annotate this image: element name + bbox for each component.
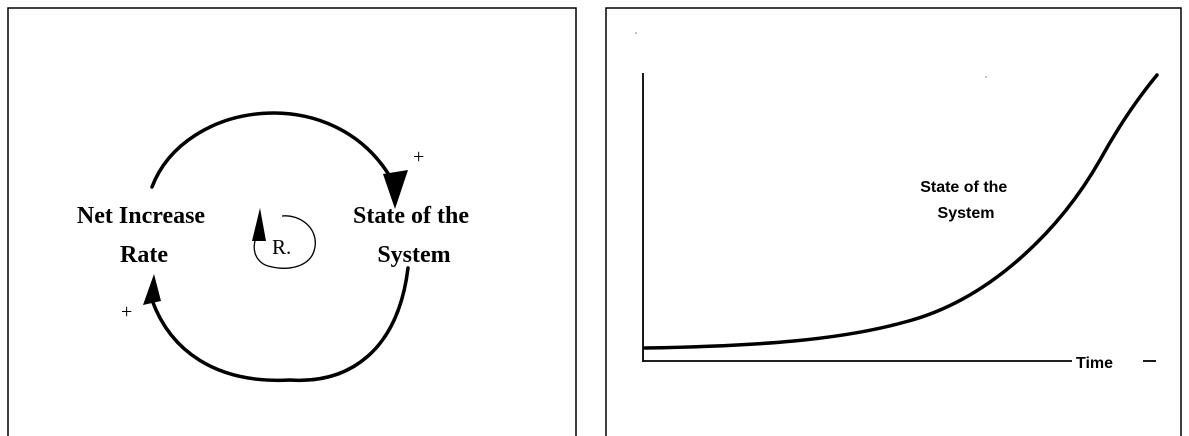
scan-speck — [985, 76, 987, 78]
reinforcing-loop-label: R. — [272, 235, 291, 259]
x-axis-label: Time — [1076, 355, 1113, 372]
bottom-causal-arrow — [150, 266, 410, 383]
top-polarity-sign: + — [413, 146, 424, 168]
scan-speck — [635, 32, 637, 34]
bottom-polarity-sign: + — [121, 301, 132, 323]
bottom-arrowhead — [143, 274, 161, 305]
net-increase-rate-label: Net Increase Rate — [77, 203, 211, 268]
curve-label: State of the System — [920, 179, 1012, 222]
loop-symbol-arrowhead — [252, 208, 266, 241]
top-causal-arrow — [150, 111, 394, 189]
growth-chart-panel — [605, 7, 1182, 436]
state-of-the-system-label: State of the System — [353, 203, 475, 268]
top-arrowhead — [383, 170, 408, 209]
loop-symbol-circle — [253, 215, 316, 269]
loop-diagram-panel — [7, 7, 577, 436]
exponential-growth-curve — [643, 73, 1159, 350]
